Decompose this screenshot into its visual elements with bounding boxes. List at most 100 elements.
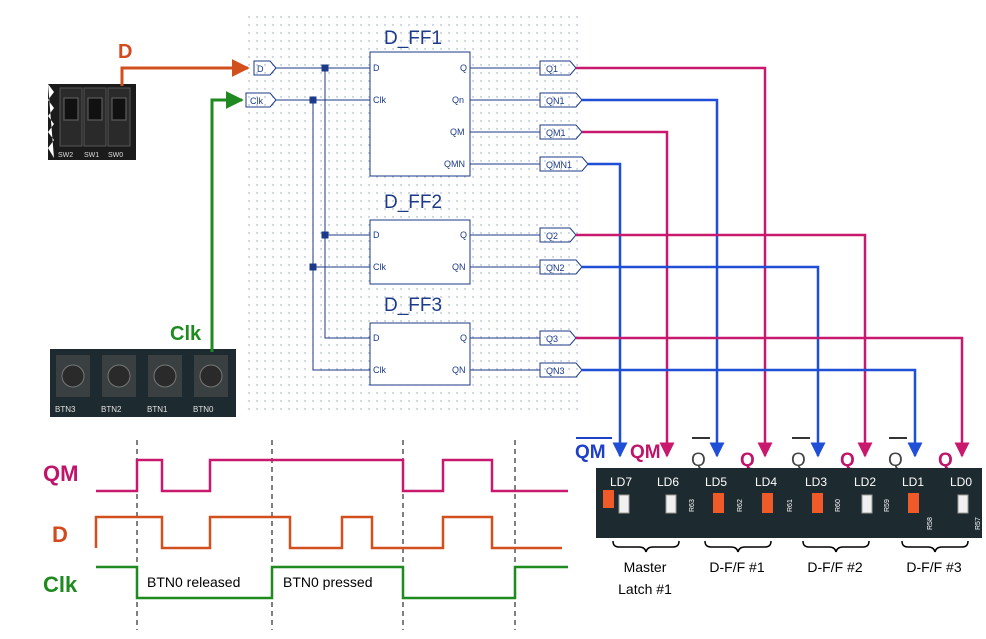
dff3-block bbox=[369, 322, 471, 386]
input-port-label: D bbox=[257, 64, 264, 74]
led-board: LD7 LD6 LD5 LD4 LD3 LD2 LD1 LD0 R63 R62 … bbox=[596, 468, 982, 538]
button-board: BTN3 BTN2 BTN1 BTN0 bbox=[50, 349, 236, 417]
output-port bbox=[539, 330, 577, 346]
output-port bbox=[539, 362, 583, 378]
clk-signal-label: Clk bbox=[170, 323, 202, 345]
pin-label: Q bbox=[460, 333, 467, 343]
led-lit bbox=[762, 493, 773, 513]
led-header-q-bar: Q bbox=[791, 450, 806, 471]
schematic bbox=[245, 51, 589, 386]
output-port-label: QM1 bbox=[546, 128, 566, 138]
button-label: BTN3 bbox=[55, 405, 76, 414]
brace-dff2 bbox=[802, 540, 870, 553]
input-port-label: Clk bbox=[250, 96, 263, 106]
led-label: LD7 bbox=[610, 475, 632, 489]
led-label: LD4 bbox=[755, 475, 777, 489]
led-unlit bbox=[665, 494, 677, 514]
qn3-wire bbox=[582, 368, 923, 458]
output-port-label: QMN1 bbox=[546, 160, 572, 170]
resistor-label: R59 bbox=[884, 499, 891, 512]
switch-label: SW1 bbox=[84, 152, 99, 159]
button-label: BTN1 bbox=[147, 405, 168, 414]
qn2-wire bbox=[582, 265, 826, 458]
waveform-label-d: D bbox=[52, 522, 68, 547]
button-label: BTN2 bbox=[101, 405, 122, 414]
pin-label: Clk bbox=[373, 365, 386, 375]
dff2-block bbox=[369, 219, 471, 285]
qm-waveform bbox=[96, 458, 568, 493]
clk-wire bbox=[210, 91, 244, 352]
led-label: LD6 bbox=[657, 475, 679, 489]
led-label: LD3 bbox=[805, 475, 827, 489]
button-label: BTN0 bbox=[193, 405, 214, 414]
brace-dff3 bbox=[901, 540, 969, 553]
led-unlit bbox=[957, 494, 969, 514]
dff1-block bbox=[369, 51, 471, 177]
group-label: D-F/F #2 bbox=[807, 559, 862, 575]
led-label: LD1 bbox=[902, 475, 924, 489]
resistor-label: R63 bbox=[689, 499, 696, 512]
led-lit bbox=[713, 493, 724, 513]
output-port bbox=[539, 124, 583, 140]
pin-label: Clk bbox=[373, 95, 386, 105]
pin-label: Qn bbox=[452, 95, 464, 105]
resistor-label: R58 bbox=[927, 517, 934, 530]
dff-title: D_FF2 bbox=[384, 192, 442, 213]
resistor-label: R62 bbox=[737, 499, 744, 512]
group-label: Master bbox=[624, 559, 667, 575]
q3-wire bbox=[576, 336, 970, 458]
led-header-q: Q bbox=[740, 450, 755, 471]
qmn1-wire bbox=[588, 162, 628, 458]
resistor-label: R60 bbox=[835, 499, 842, 512]
group-label: D-F/F #3 bbox=[906, 559, 961, 575]
output-port-label: Q2 bbox=[546, 231, 558, 241]
led-header-q-bar: Q bbox=[691, 450, 706, 471]
dff-title: D_FF1 bbox=[384, 28, 442, 49]
led-header-q: Q bbox=[840, 450, 855, 471]
pin-label: Clk bbox=[373, 262, 386, 272]
d-wire bbox=[120, 59, 250, 86]
output-port bbox=[539, 60, 577, 76]
led-header-q: Q bbox=[938, 450, 953, 471]
input-port-clk bbox=[245, 92, 277, 108]
output-port-label: Q3 bbox=[546, 334, 558, 344]
led-lit bbox=[812, 493, 823, 513]
timing-dividers bbox=[136, 440, 516, 630]
pin-label: D bbox=[373, 63, 380, 73]
led-label: LD5 bbox=[705, 475, 727, 489]
switch-board: SW2 SW1 SW0 bbox=[48, 84, 136, 160]
led-label: LD0 bbox=[950, 475, 972, 489]
d-waveform bbox=[94, 515, 562, 550]
group-label: D-F/F #1 bbox=[709, 559, 764, 575]
btn0-pressed-annotation: BTN0 pressed bbox=[283, 574, 372, 590]
pin-label: QM bbox=[450, 127, 465, 137]
led-header-qm-bar: QM bbox=[575, 442, 606, 463]
d-signal-label: D bbox=[118, 41, 132, 63]
pin-label: QN bbox=[452, 262, 466, 272]
led-header-q-bar: Q bbox=[888, 450, 903, 471]
clk-waveform bbox=[96, 565, 568, 600]
brace-master-latch bbox=[612, 540, 680, 553]
pin-label: D bbox=[373, 333, 380, 343]
pin-label: Q bbox=[460, 63, 467, 73]
group-label: Latch #1 bbox=[618, 581, 672, 597]
output-port bbox=[539, 227, 577, 243]
switch-label: SW2 bbox=[58, 152, 73, 159]
btn0-released-annotation: BTN0 released bbox=[147, 574, 240, 590]
q1-wire bbox=[576, 66, 773, 458]
led-unlit bbox=[618, 494, 630, 514]
led-header-qm: QM bbox=[630, 442, 661, 463]
input-port-d bbox=[253, 60, 277, 76]
waveform-label-clk: Clk bbox=[43, 572, 78, 597]
q2-wire bbox=[576, 233, 873, 458]
qm1-wire bbox=[582, 130, 675, 458]
output-port-label: Q1 bbox=[546, 64, 558, 74]
pin-label: QMN bbox=[444, 159, 465, 169]
led-lit bbox=[603, 490, 614, 508]
output-port bbox=[539, 156, 589, 172]
pin-label: QN bbox=[452, 365, 466, 375]
output-port-label: QN2 bbox=[546, 263, 565, 273]
switch-label: SW0 bbox=[108, 152, 123, 159]
output-port-label: QN1 bbox=[546, 96, 565, 106]
led-unlit bbox=[861, 494, 873, 514]
